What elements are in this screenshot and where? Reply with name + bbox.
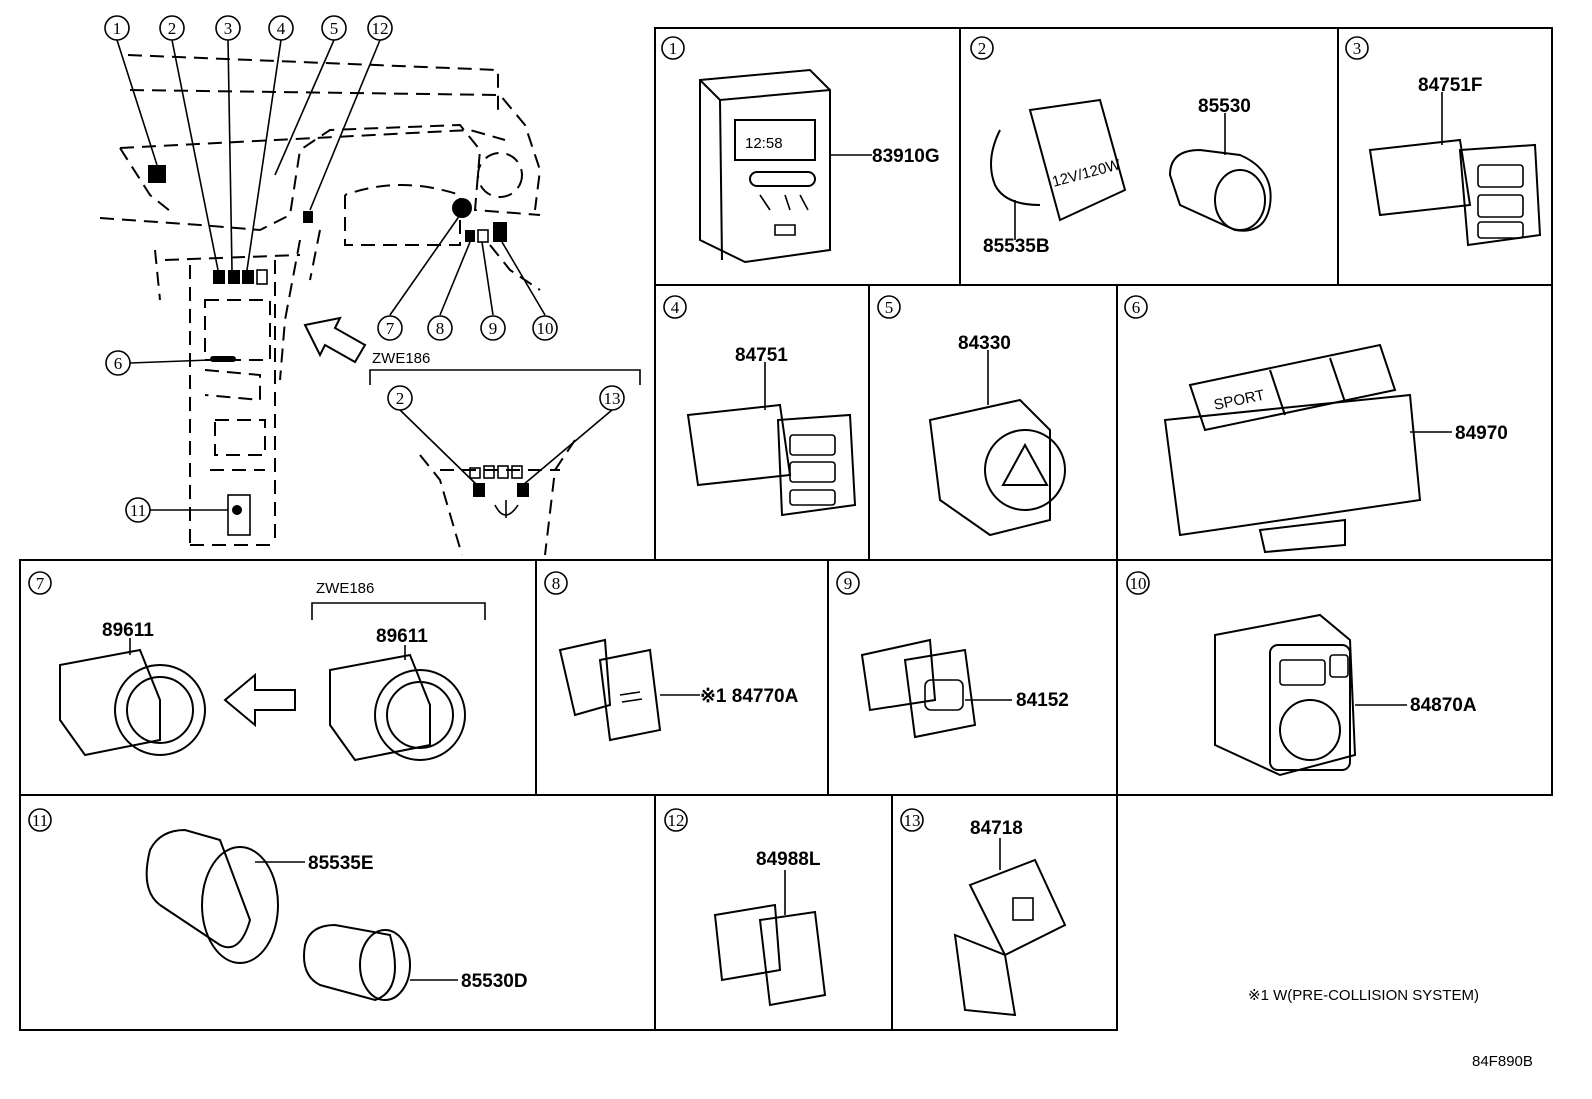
part-number-83910G: 83910G — [872, 146, 940, 167]
callout-5: 5 — [330, 19, 339, 38]
clock-unit-illustration: 12:58 — [699, 68, 831, 264]
inset-callout-13: 13 — [604, 389, 621, 408]
vsc-off-switch-illustration — [713, 903, 827, 1007]
callout-10: 10 — [537, 319, 554, 338]
svg-text:13: 13 — [904, 811, 921, 830]
overview-callouts: 1 2 3 4 5 12 7 8 9 10 6 11 — [104, 15, 558, 523]
seat-heater-switch-illustration — [1368, 138, 1542, 247]
panel-11: 11 85535E 85530D — [28, 808, 528, 1002]
part-number-84970: 84970 — [1455, 423, 1508, 444]
panel-12: 12 84988L — [664, 808, 827, 1007]
svg-text:3: 3 — [1353, 39, 1362, 58]
panel-6: 6 SPORT 84970 — [1124, 295, 1508, 554]
callout-6: 6 — [114, 354, 123, 373]
hazard-switch-illustration — [928, 398, 1066, 537]
panel-8: 8 ※1 84770A — [544, 571, 799, 742]
callout-3: 3 — [224, 19, 233, 38]
part-number-84988L: 84988L — [756, 849, 821, 870]
replaced-by-arrow-icon — [223, 672, 296, 728]
mirror-fold-switch-illustration — [860, 638, 977, 739]
overview-dashboard — [99, 39, 546, 546]
socket-sleeve-illustration — [303, 923, 411, 1002]
part-number-85535B: 85535B — [983, 236, 1050, 257]
svg-text:2: 2 — [978, 39, 987, 58]
panel-5: 5 84330 — [877, 295, 1066, 537]
part-number-84330: 84330 — [958, 333, 1011, 354]
svg-text:12: 12 — [668, 811, 685, 830]
callout-12: 12 — [372, 19, 389, 38]
diagram-code: 84F890B — [1472, 1053, 1533, 1070]
panel-10: 10 84870A — [1126, 571, 1477, 777]
panel-grid — [19, 27, 1553, 1031]
seat-heater-switch-illustration — [686, 403, 857, 517]
inset-zwe186: ZWE186 2 13 — [369, 350, 641, 556]
mirror-control-switch-illustration — [1214, 613, 1357, 777]
callout-7: 7 — [386, 319, 395, 338]
svg-text:7: 7 — [36, 574, 45, 593]
svg-text:9: 9 — [844, 574, 853, 593]
panel-9: 9 84152 — [836, 571, 1069, 739]
part-number-89611-a: 89611 — [102, 620, 154, 641]
footnote-pre-collision: ※1 W(PRE-COLLISION SYSTEM) — [1248, 987, 1479, 1004]
svg-text:1: 1 — [669, 39, 678, 58]
part-number-85535E: 85535E — [308, 853, 374, 874]
panel-4: 4 84751 — [663, 295, 857, 517]
svg-text:11: 11 — [32, 811, 48, 830]
power-button-illustration — [329, 653, 466, 762]
panel-7: 7 89611 ZWE186 89611 — [28, 571, 486, 762]
parking-brake-switch-illustration — [953, 858, 1067, 1017]
callout-1: 1 — [113, 19, 122, 38]
callout-11: 11 — [130, 501, 146, 520]
inset-label: ZWE186 — [372, 350, 430, 367]
svg-text:10: 10 — [1130, 574, 1147, 593]
panel-2: 2 12V/120W 85535B 85530 — [970, 36, 1272, 257]
part-number-89611-b: 89611 — [376, 626, 428, 647]
engine-start-button-illustration — [59, 648, 206, 757]
part-number-84751F: 84751F — [1418, 75, 1482, 96]
part-number-84870A: 84870A — [1410, 695, 1477, 716]
panel-13: 13 84718 — [900, 808, 1067, 1017]
svg-text:5: 5 — [885, 298, 894, 317]
part-number-85530: 85530 — [1198, 96, 1251, 117]
svg-text:4: 4 — [671, 298, 680, 317]
part-number-84751: 84751 — [735, 345, 788, 366]
socket-housing-illustration — [1168, 148, 1272, 232]
clock-display-time: 12:58 — [745, 135, 783, 152]
part-number-85530D: 85530D — [461, 971, 528, 992]
svg-text:8: 8 — [552, 574, 561, 593]
power-socket-cover-illustration: 12V/120W — [990, 98, 1127, 222]
pre-collision-switch-illustration — [558, 638, 662, 742]
part-number-84770A: ※1 84770A — [700, 686, 799, 707]
part-number-84718: 84718 — [970, 818, 1023, 839]
inset-callout-2: 2 — [396, 389, 405, 408]
drive-mode-switch-illustration: SPORT — [1163, 343, 1422, 554]
callout-9: 9 — [489, 319, 498, 338]
svg-text:6: 6 — [1132, 298, 1141, 317]
callout-8: 8 — [436, 319, 445, 338]
socket-rating-text: 12V/120W — [1050, 156, 1123, 191]
part-number-84152: 84152 — [1016, 690, 1069, 711]
panel-3: 3 84751F — [1345, 36, 1542, 247]
callout-2: 2 — [168, 19, 177, 38]
power-outlet-cover-illustration — [145, 828, 279, 964]
panel-1: 1 12:58 83910G — [661, 36, 940, 264]
variant-label-zwe186: ZWE186 — [316, 580, 374, 597]
callout-4: 4 — [277, 19, 286, 38]
